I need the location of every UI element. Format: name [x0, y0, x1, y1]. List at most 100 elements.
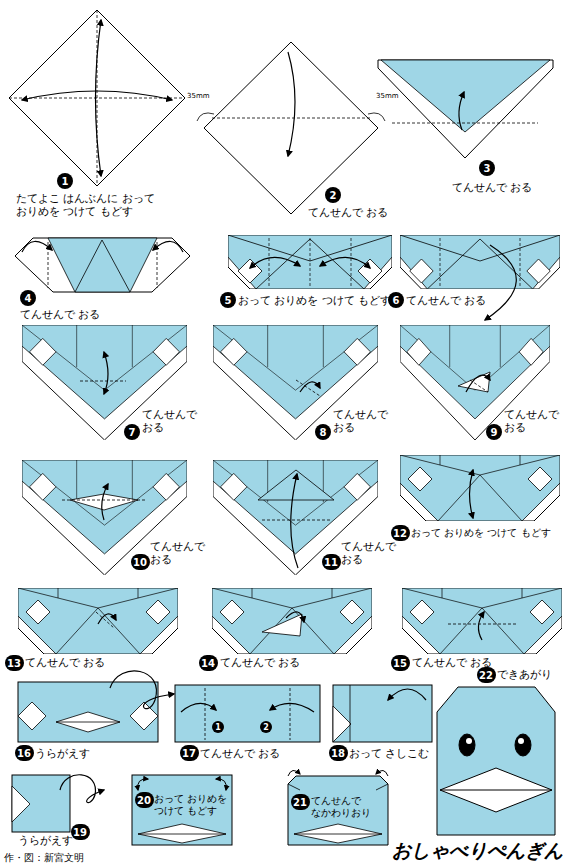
- step-22-penguin-part: [515, 734, 531, 756]
- step-number: 14: [201, 658, 215, 669]
- step-16-part: [56, 722, 120, 723]
- step-13-part: [18, 588, 178, 654]
- step-number-circle: 21: [291, 794, 310, 810]
- step-22-penguin-part: [466, 738, 472, 744]
- step-16-part: [18, 702, 46, 730]
- step-7-part: [80, 381, 126, 382]
- step-16-part: [18, 682, 158, 742]
- step-18-part: [388, 689, 426, 700]
- step-number: 20: [137, 795, 151, 806]
- step-instruction: できあがり: [497, 668, 552, 681]
- step-instruction: おって おりめを つけて もどす: [411, 527, 551, 539]
- step-9-part: [400, 325, 550, 440]
- step-22-penguin-part: [437, 687, 555, 835]
- step-3-part: [378, 60, 553, 158]
- step-number-circle: 19: [71, 824, 90, 840]
- step-14: [212, 588, 372, 654]
- step-6-part: [485, 245, 516, 320]
- step-4-part: [153, 241, 183, 252]
- step-number: 4: [25, 293, 32, 304]
- step-18-part: [333, 706, 351, 742]
- step-instruction: てんせんで なかわりおり: [311, 795, 383, 819]
- step-14-part: [212, 588, 372, 654]
- step-15-part: [448, 624, 516, 625]
- step-13-part: [98, 614, 116, 624]
- step-instruction: てんせんで おる: [20, 308, 101, 321]
- step-20-part: [138, 824, 226, 843]
- step-4-part: [48, 238, 157, 292]
- step-number-circle: 15: [391, 655, 410, 671]
- step-20-part: [138, 779, 148, 790]
- step-number: 22: [479, 670, 493, 681]
- step-9-part: [466, 375, 490, 392]
- step-11-part: [258, 470, 334, 500]
- step-21-part: [288, 776, 388, 845]
- step-instruction: てんせんで おる: [25, 656, 106, 669]
- step-instruction: てんせんで おる: [504, 408, 562, 434]
- step-instruction: てんせんで おる: [200, 747, 281, 760]
- step-number: 2: [263, 723, 269, 732]
- step-instruction: おって おりめを つけて もどす: [238, 294, 392, 307]
- step-18: [333, 685, 432, 742]
- step-19-part: [12, 786, 30, 822]
- step-21-part: [376, 770, 388, 776]
- step-15-part: [402, 588, 562, 654]
- step-21-part: [288, 784, 388, 834]
- step-3: [378, 60, 553, 158]
- step-19-part: [60, 775, 104, 803]
- step-instruction: てんせんで おる: [406, 294, 487, 307]
- step-instruction: てんせんで おる: [452, 181, 533, 194]
- step-2: [197, 42, 385, 214]
- step-2-part: [204, 42, 378, 214]
- step-1-part: [96, 20, 102, 176]
- step-number: 1: [215, 723, 221, 732]
- step-18-part: [350, 685, 351, 742]
- step-number: 12: [393, 528, 407, 539]
- step-12: [400, 455, 560, 521]
- step-22-penguin: [437, 687, 555, 835]
- step-number-circle: 2: [325, 187, 341, 203]
- step-number-circle: 8: [315, 424, 331, 440]
- step-4: [15, 238, 190, 292]
- step-5-part: [320, 257, 370, 268]
- step-13: [18, 588, 178, 654]
- step-1-part: [9, 10, 185, 186]
- step-12-part: [470, 470, 474, 518]
- step-2-part: [288, 52, 295, 156]
- step-6: [400, 235, 560, 320]
- step-instruction: てんせんで おる: [150, 540, 208, 566]
- step-15: [402, 588, 562, 654]
- step-8-part: [300, 382, 320, 392]
- step-number: 10: [133, 557, 147, 568]
- step-number-circle: 20: [135, 792, 154, 808]
- step-20: [132, 775, 232, 845]
- step-17: [175, 685, 320, 742]
- step-number-circle: 17: [180, 745, 199, 761]
- step-19: [12, 775, 104, 832]
- step-number-circle: 11: [322, 554, 341, 570]
- step-number: 18: [331, 748, 345, 759]
- dimension-label: 35mm: [187, 92, 210, 100]
- step-number-circle: 18: [329, 745, 348, 761]
- step-5-part: [250, 257, 300, 268]
- step-4-part: [48, 242, 157, 288]
- step-number: 6: [393, 295, 400, 306]
- step-10-part: [62, 500, 146, 501]
- step-number-circle: 9: [486, 424, 502, 440]
- step-number-circle: 7: [124, 424, 140, 440]
- title: おしゃべりぺんぎん: [392, 838, 563, 864]
- step-20-part: [132, 775, 232, 845]
- step-20-part: [138, 834, 226, 835]
- step-5-part: [269, 238, 351, 288]
- step-number: 7: [129, 427, 136, 438]
- step-4-part: [75, 240, 130, 292]
- step-number: 19: [73, 827, 87, 838]
- step-22-penguin-part: [459, 734, 475, 756]
- step-11-part: [291, 474, 298, 568]
- step-number-circle: 5: [220, 292, 236, 308]
- step-number: 2: [330, 190, 337, 201]
- step-21-part: [288, 770, 300, 776]
- step-number-circle: 1: [57, 173, 73, 189]
- step-6-part: [400, 235, 560, 289]
